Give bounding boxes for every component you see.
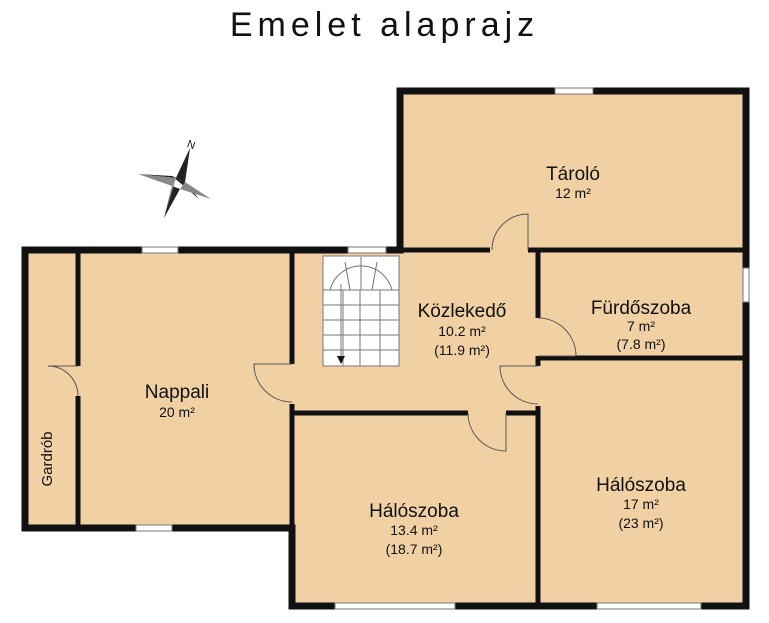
- door: [537, 317, 577, 357]
- room-area-tarolo: 12 m²: [555, 185, 591, 201]
- window: [554, 87, 594, 95]
- room-gross-haloszoba-1: (18.7 m²): [386, 541, 443, 557]
- room-area-kozlekedo: 10.2 m²: [438, 323, 486, 339]
- room-name-gardrob: Gardrób: [39, 431, 56, 486]
- window: [141, 246, 179, 254]
- door: [499, 365, 539, 405]
- room-area-nappali: 20 m²: [159, 404, 195, 420]
- plan-title: Emelet alaprajz: [229, 6, 540, 44]
- window: [742, 267, 750, 303]
- room-name-nappali: Nappali: [145, 382, 209, 403]
- room-tarolo: [400, 91, 746, 250]
- room-gross-furdoszoba: (7.8 m²): [617, 336, 666, 352]
- room-nappali: [78, 250, 292, 528]
- staircase: [322, 255, 400, 367]
- room-area-furdoszoba: 7 m²: [627, 318, 655, 334]
- room-area-haloszoba-1: 13.4 m²: [390, 522, 438, 538]
- room-gross-haloszoba-2: (23 m²): [618, 515, 663, 531]
- door: [467, 412, 507, 452]
- room-name-haloszoba-2: Hálószoba: [596, 475, 686, 496]
- window: [334, 602, 456, 610]
- door: [253, 363, 293, 403]
- room-name-haloszoba-1: Hálószoba: [369, 501, 459, 522]
- room-area-haloszoba-2: 17 m²: [623, 496, 659, 512]
- room-name-kozlekedo: Közlekedő: [418, 301, 507, 322]
- door: [47, 365, 79, 397]
- compass-icon: N: [138, 138, 211, 218]
- room-gross-kozlekedo: (11.9 m²): [434, 342, 490, 358]
- window: [135, 524, 173, 532]
- window: [596, 602, 702, 610]
- room-gardrob: [25, 250, 78, 528]
- compass-north-label: N: [185, 138, 197, 152]
- door: [491, 213, 529, 251]
- room-haloszoba-1: [292, 413, 538, 606]
- room-name-furdoszoba: Fürdőszoba: [591, 298, 692, 319]
- window: [347, 246, 387, 254]
- room-name-tarolo: Tároló: [546, 164, 600, 185]
- room-haloszoba-2: [538, 358, 746, 606]
